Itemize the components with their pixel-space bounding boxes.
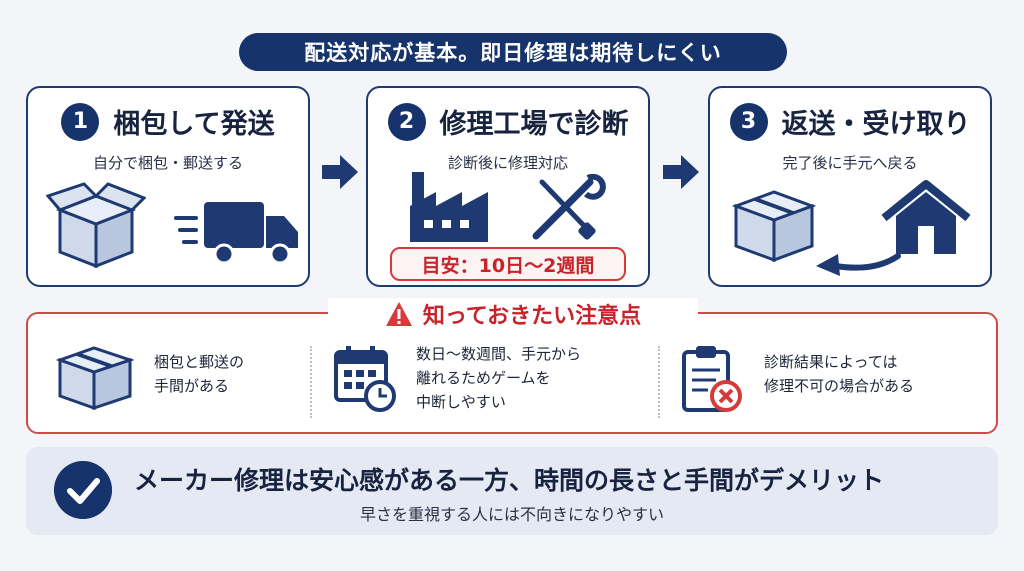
step-2-card: 2 修理工場で診断 診断後に修理対応 目安：10日〜2週間 — [366, 86, 650, 287]
calendar-clock-icon — [334, 346, 396, 412]
factory-icon — [410, 172, 488, 242]
step-3-subtitle: 完了後に手元へ戻る — [782, 154, 918, 172]
caution-text-line: 数日〜数週間、手元から — [416, 345, 582, 363]
divider — [310, 346, 312, 418]
step-3-title: 返送・受け取り — [781, 109, 971, 140]
step-number-1: 1 — [61, 102, 100, 141]
step-number-3: 3 — [729, 102, 768, 141]
wrench-screwdriver-icon — [532, 174, 606, 240]
closed-box-icon — [732, 190, 816, 262]
caution-box: 知っておきたい注意点 梱包と郵送の 手間がある — [26, 298, 998, 434]
caution-text-line: 梱包と郵送の — [154, 353, 245, 371]
caution-text-line: 修理不可の場合がある — [764, 377, 915, 395]
check-icon — [54, 461, 112, 519]
open-box-icon — [46, 182, 146, 269]
clipboard-x-icon — [682, 346, 742, 412]
house-icon — [881, 180, 971, 254]
delivery-truck-icon — [174, 202, 298, 265]
duration-badge: 目安：10日〜2週間 — [390, 247, 626, 281]
step-1-title: 梱包して発送 — [113, 109, 275, 140]
return-arrow-icon — [816, 253, 901, 276]
caution-text-line: 離れるためゲームを — [416, 369, 551, 387]
caution-text-line: 診断結果によっては — [764, 353, 898, 371]
summary-box: メーカー修理は安心感がある一方、時間の長さと手間がデメリット 早さを重視する人に… — [26, 447, 998, 535]
warning-icon — [385, 302, 412, 326]
caution-title: 知っておきたい注意点 — [422, 304, 642, 329]
step-3-card: 3 返送・受け取り 完了後に手元へ戻る — [708, 86, 992, 287]
box-icon — [56, 346, 134, 410]
divider — [658, 346, 660, 418]
step-2-subtitle: 診断後に修理対応 — [447, 154, 568, 172]
arrow-right-icon — [663, 155, 699, 189]
step-1-card: 1 梱包して発送 自分で梱包・郵送する — [26, 86, 310, 287]
caution-text-line: 中断しやすい — [416, 393, 506, 411]
step-number-2: 2 — [387, 102, 426, 141]
arrow-right-icon — [322, 155, 358, 189]
caution-text-line: 手間がある — [154, 377, 230, 395]
summary-sub-text: 早さを重視する人には不向きになりやすい — [359, 505, 664, 524]
page-title: 配送対応が基本。即日修理は期待しにくい — [239, 33, 787, 71]
step-2-title: 修理工場で診断 — [439, 109, 629, 140]
step-1-subtitle: 自分で梱包・郵送する — [92, 154, 243, 172]
summary-main-text: メーカー修理は安心感がある一方、時間の長さと手間がデメリット — [134, 466, 885, 495]
